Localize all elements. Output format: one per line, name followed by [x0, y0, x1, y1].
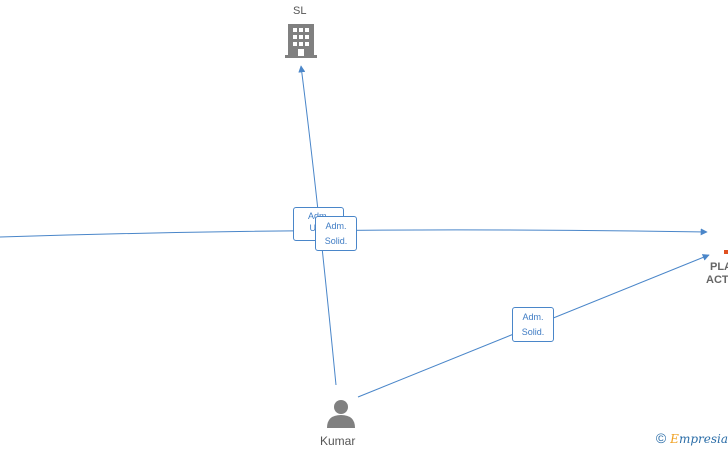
company-right-label-line2: ACT [706, 274, 728, 286]
person-icon [327, 400, 355, 428]
edge-label-line: Solid. [324, 236, 348, 246]
company-right-label[interactable]: PLA ACT [706, 261, 728, 287]
edge-label-adm-solid-right[interactable]: Adm. Solid. [512, 307, 554, 342]
edge-label-line: Solid. [521, 327, 545, 337]
building-icon [285, 24, 317, 58]
person-label[interactable]: Kumar [320, 434, 356, 448]
edge-label-line: Adm. [325, 221, 347, 231]
edge-label-adm-solid-top[interactable]: Adm. Solid. [315, 216, 357, 251]
empresia-watermark: ©Empresia [656, 430, 728, 446]
company-right-label-line1: PLA [710, 261, 728, 273]
edge-label-line: Adm. [522, 312, 544, 322]
company-sl-label[interactable]: SL [293, 5, 307, 17]
copyright-icon: © [655, 430, 667, 446]
brand-logo-text: mpresia [678, 432, 728, 446]
brand-logo-e: E [670, 432, 679, 446]
building-icon-right [724, 250, 728, 254]
